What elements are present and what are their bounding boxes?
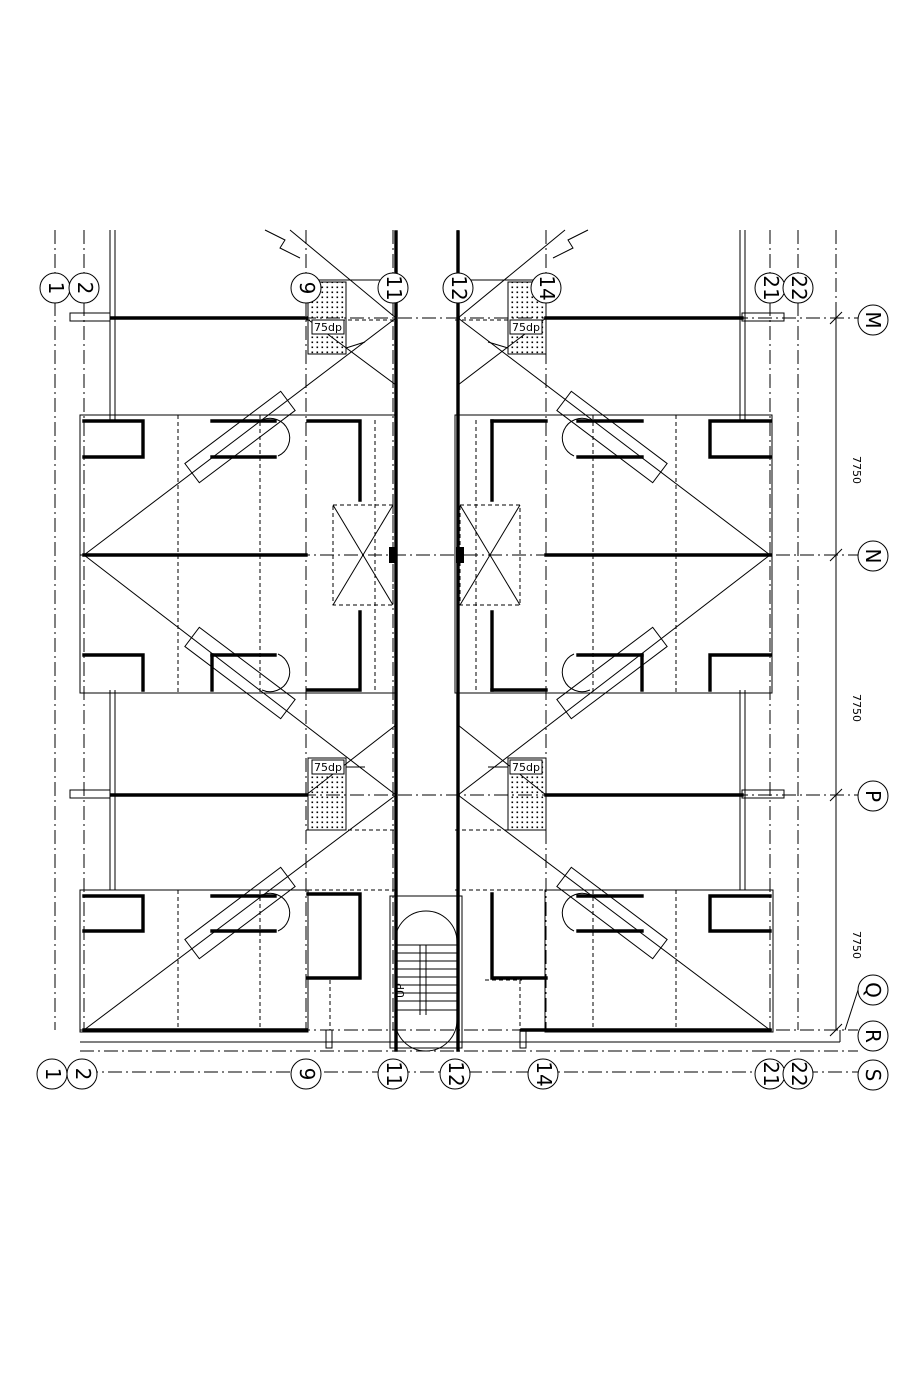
shaft-label: 75dp	[512, 761, 540, 774]
dimension-label: 7750	[850, 931, 863, 959]
shaft-label: 75dp	[314, 321, 342, 334]
shaft-label: 75dp	[512, 321, 540, 334]
shafts: 75dp 75dp 75dp 75dp	[307, 281, 547, 831]
grid-label: P	[861, 790, 885, 802]
grid-label: 12	[444, 1061, 468, 1086]
grid-label: 11	[382, 275, 406, 300]
top-grid-bubbles: 1 2 9 11 12 14 21 22	[39, 272, 814, 304]
grid-label: 9	[295, 1068, 319, 1081]
bottom-grid-bubbles: 1 2 9 11 12 14 21 22	[36, 1058, 814, 1090]
grid-label: 1	[41, 1068, 65, 1081]
grid-label: 21	[759, 275, 783, 300]
dimension-line: 7750 7750 7750	[829, 305, 863, 1037]
grid-label: N	[861, 549, 885, 564]
right-grid-bubbles: M N P Q R S	[844, 304, 889, 1091]
grid-label: 12	[447, 275, 471, 300]
dimension-label: 7750	[850, 456, 863, 484]
deck-outline	[69, 229, 841, 1049]
grid-label: 2	[71, 1068, 95, 1081]
grid-label: S	[861, 1069, 885, 1082]
stair: UP	[389, 895, 463, 1052]
grid-label: 11	[382, 1061, 406, 1086]
dimension-label: 7750	[850, 694, 863, 722]
grid-label: 22	[787, 275, 811, 300]
diagonal-lines	[83, 229, 771, 1031]
grid-label: 2	[73, 282, 97, 295]
grid-label: Q	[861, 982, 885, 998]
stair-up-label: UP	[394, 983, 407, 998]
grid-label: 1	[44, 282, 68, 295]
grid-label: 21	[759, 1061, 783, 1086]
shaft-label: 75dp	[314, 761, 342, 774]
grid-label: 14	[535, 275, 559, 300]
grid-label: 22	[787, 1061, 811, 1086]
walls	[82, 230, 772, 1052]
grid-label: 9	[295, 282, 319, 295]
grid-label: M	[861, 311, 885, 328]
grid-label: R	[861, 1029, 885, 1043]
dashed-lines	[84, 319, 770, 1030]
brace-bars	[184, 390, 668, 960]
grid-label: 14	[532, 1061, 556, 1086]
